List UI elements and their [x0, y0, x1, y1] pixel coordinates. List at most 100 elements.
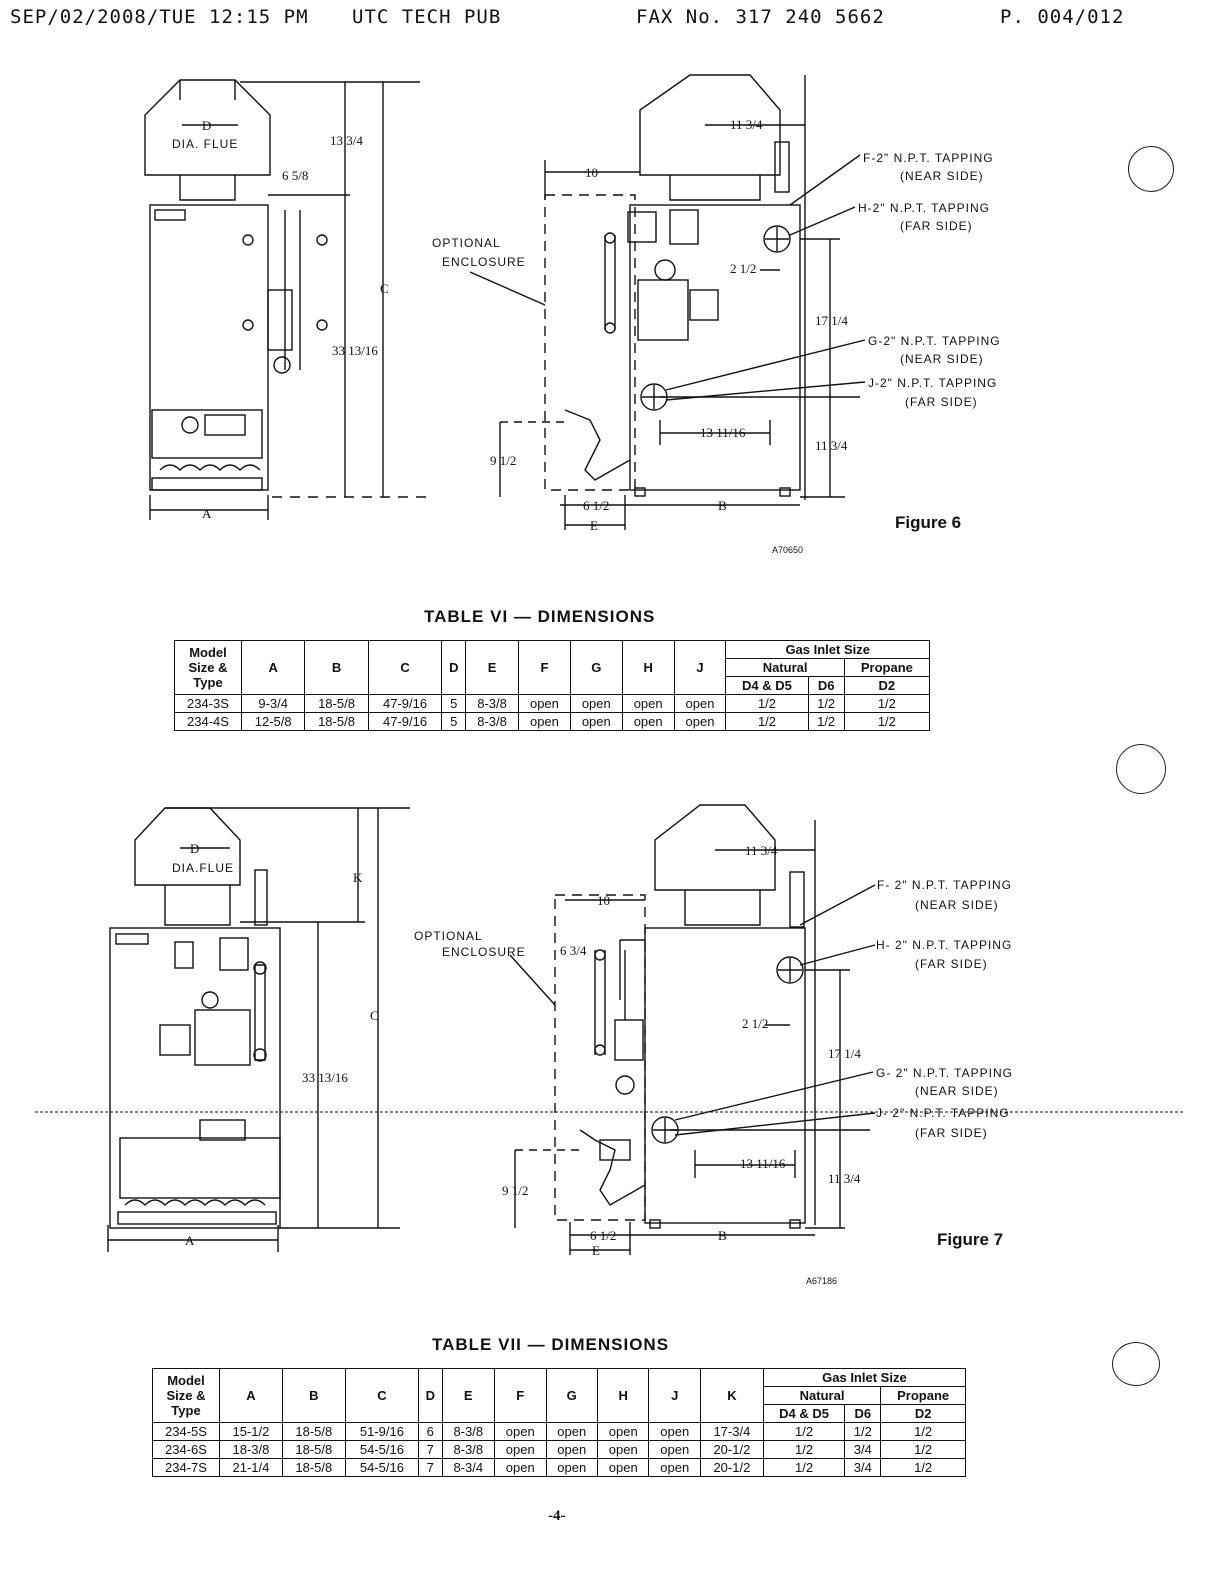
table-row: 234-3S 9-3/4 18-5/8 47-9/16 5 8-3/8 open…: [174, 694, 931, 713]
cell: 1/2: [762, 1422, 846, 1441]
col-d2: D2: [843, 676, 931, 695]
cell: open: [545, 1440, 598, 1459]
cell: 18-3/8: [219, 1440, 283, 1459]
cell: open: [596, 1458, 650, 1477]
fig7-dim-b: B: [718, 1228, 727, 1243]
col-b: B: [281, 1368, 346, 1423]
cell: 1/2: [762, 1458, 846, 1477]
table-row: 234-4S 12-5/8 18-5/8 47-9/16 5 8-3/8 ope…: [174, 712, 931, 731]
cell: open: [648, 1458, 701, 1477]
cell: 20-1/2: [699, 1440, 764, 1459]
cell: 12-5/8: [240, 712, 306, 731]
cell: 1/2: [880, 1458, 966, 1477]
col-d2: D2: [880, 1404, 966, 1423]
cell: open: [621, 694, 675, 713]
col-h: H: [596, 1368, 650, 1423]
cell: open: [596, 1440, 650, 1459]
fig7-optional: OPTIONAL: [414, 929, 483, 943]
cell: 18-5/8: [304, 694, 369, 713]
fig6-j-side: (FAR SIDE): [905, 395, 978, 409]
col-f: F: [518, 640, 571, 695]
cell: 54-5/16: [344, 1458, 420, 1477]
fig7-dim-6-3-4: 6 3/4: [560, 943, 587, 958]
col-d6: D6: [807, 676, 845, 695]
fig7-dim-33-13-16: 33 13/16: [302, 1070, 348, 1085]
table-row: 234-5S 15-1/2 18-5/8 51-9/16 6 8-3/8 ope…: [152, 1422, 966, 1441]
cell: 47-9/16: [367, 694, 443, 713]
fig7-j-side: (FAR SIDE): [915, 1126, 988, 1140]
cell: 8-3/8: [465, 694, 519, 713]
binder-hole: [1112, 1342, 1160, 1386]
col-gas-inlet: Gas Inlet Size: [725, 640, 930, 659]
cell: 8-3/8: [465, 712, 519, 731]
cell: open: [673, 694, 727, 713]
cell: 1/2: [880, 1422, 966, 1441]
cell: 1/2: [807, 694, 845, 713]
fig6-dim-c: C: [380, 281, 389, 296]
cell: 51-9/16: [344, 1422, 420, 1441]
fig6-dim-6-5-8: 6 5/8: [282, 168, 308, 183]
cell: 6: [418, 1422, 443, 1441]
table-row: 234-7S 21-1/4 18-5/8 54-5/16 7 8-3/4 ope…: [152, 1458, 966, 1477]
col-a: A: [219, 1368, 283, 1423]
fig6-dia-flue: DIA. FLUE: [172, 137, 238, 151]
cell: 1/2: [807, 712, 845, 731]
cell: open: [494, 1440, 547, 1459]
fig7-dim-e: E: [592, 1243, 600, 1258]
cell: 15-1/2: [219, 1422, 283, 1441]
fig6-dim-b: B: [718, 498, 727, 513]
binder-hole: [1116, 744, 1166, 794]
fig6-enclosure: ENCLOSURE: [442, 255, 526, 269]
table-7-title: TABLE VII — DIMENSIONS: [432, 1335, 670, 1354]
cell: 1/2: [844, 1422, 882, 1441]
fig6-dim-11-3-4-b: 11 3/4: [815, 438, 848, 453]
fig7-dim-13-11-16: 13 11/16: [740, 1156, 786, 1171]
fig7-f-tapping: F- 2" N.P.T. TAPPING: [877, 878, 1012, 892]
col-d: D: [441, 640, 467, 695]
figure-7-caption: Figure 7: [937, 1230, 1004, 1249]
fig6-dim-10: 10: [585, 165, 598, 180]
fig6-dim-17-1-4: 17 1/4: [815, 313, 848, 328]
cell: open: [621, 712, 675, 731]
cell: 9-3/4: [240, 694, 306, 713]
col-natural: Natural: [762, 1386, 882, 1405]
cell: 18-5/8: [281, 1422, 346, 1441]
col-d: D: [418, 1368, 443, 1423]
col-propane: Propane: [843, 658, 931, 677]
col-g: G: [569, 640, 623, 695]
cell: 1/2: [880, 1440, 966, 1459]
cell: open: [569, 712, 623, 731]
col-model: Model Size & Type: [174, 640, 242, 695]
fax-number: FAX No. 317 240 5662: [636, 6, 885, 28]
figure-6-caption: Figure 6: [895, 513, 962, 532]
figure-6-code: A70650: [772, 545, 804, 555]
figure-7-code: A67186: [806, 1276, 838, 1286]
fig7-dim-a: A: [185, 1233, 195, 1248]
cell: 7: [418, 1458, 443, 1477]
cell: open: [545, 1422, 598, 1441]
fig7-dim-k: K: [353, 870, 363, 885]
cell: open: [596, 1422, 650, 1441]
fig6-dim-13-11-16: 13 11/16: [700, 425, 746, 440]
col-h: H: [621, 640, 675, 695]
col-c: C: [344, 1368, 420, 1423]
fig7-dia-flue: DIA.FLUE: [172, 861, 234, 875]
fig7-dim-6-1-2: 6 1/2: [590, 1228, 616, 1243]
fig6-dim-9-1-2: 9 1/2: [490, 453, 516, 468]
col-gas-inlet: Gas Inlet Size: [762, 1368, 967, 1387]
fig7-dim-2-1-2: 2 1/2: [742, 1016, 768, 1031]
fig6-optional: OPTIONAL: [432, 236, 501, 250]
cell: open: [569, 694, 623, 713]
cell: 54-5/16: [344, 1440, 420, 1459]
fig6-g-side: (NEAR SIDE): [900, 352, 984, 366]
cell: 5: [441, 712, 467, 731]
cell: 234-4S: [174, 712, 242, 731]
binder-hole: [1128, 146, 1174, 192]
col-d6: D6: [844, 1404, 882, 1423]
cell: 1/2: [843, 694, 931, 713]
cell: 18-5/8: [304, 712, 369, 731]
col-g: G: [545, 1368, 598, 1423]
fig7-j-tapping: J- 2" N.P.T. TAPPING: [876, 1106, 1010, 1120]
cell: open: [494, 1422, 547, 1441]
col-j: J: [648, 1368, 701, 1423]
